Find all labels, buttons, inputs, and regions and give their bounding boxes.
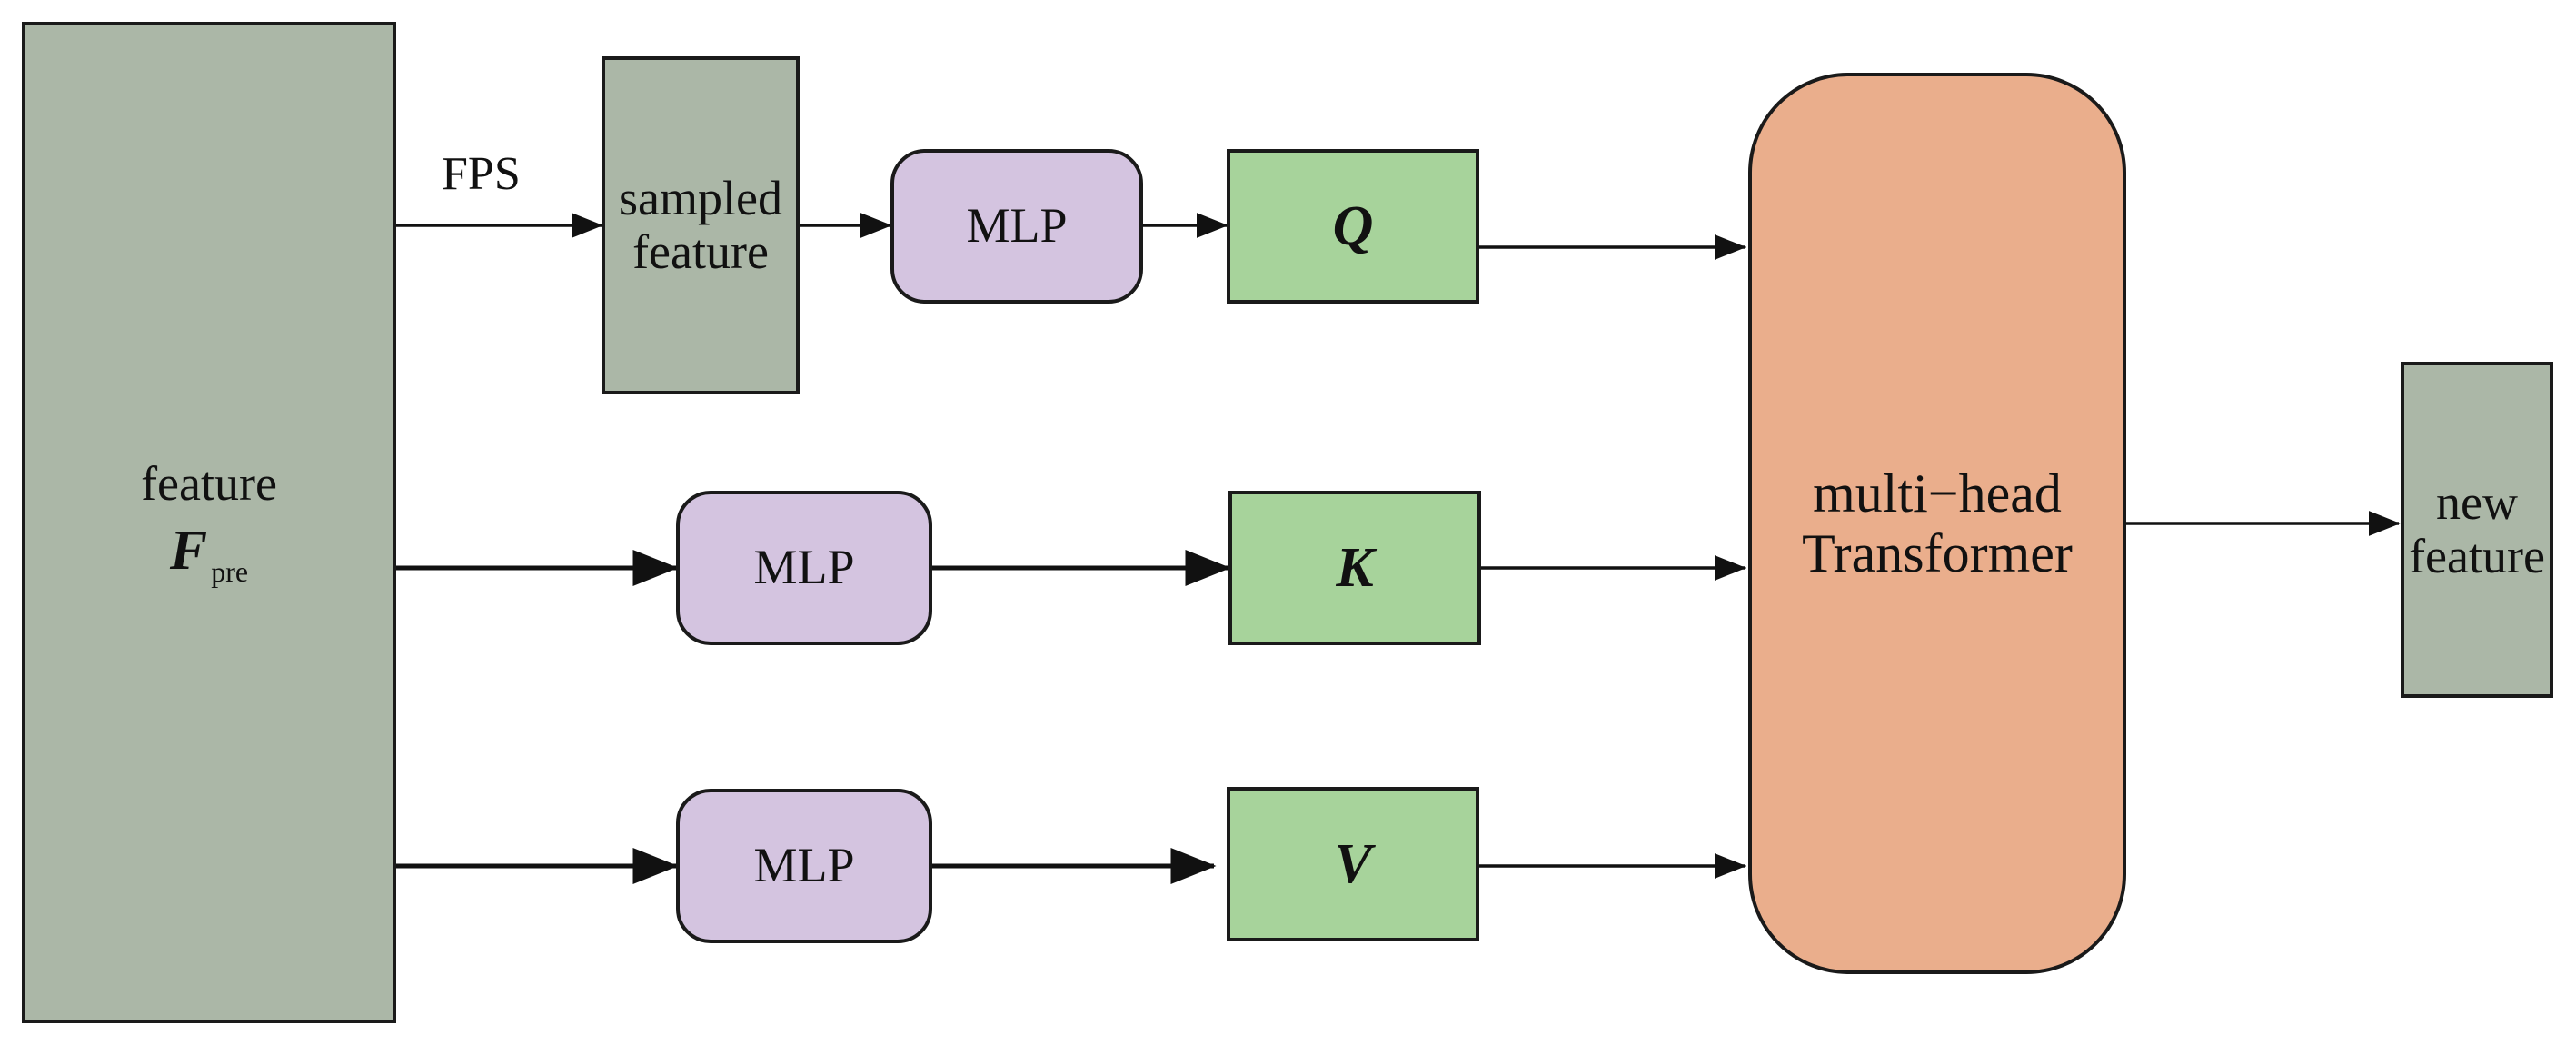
mlp-v-block: MLP (676, 789, 932, 943)
transformer-line2: Transformer (1802, 523, 2073, 583)
mlp-q-label: MLP (966, 198, 1068, 254)
mlp-v-label: MLP (753, 838, 855, 893)
output-feature-line1: new (2436, 474, 2518, 530)
fps-label: FPS (442, 148, 521, 200)
mlp-k-block: MLP (676, 491, 932, 645)
mlp-q-block: MLP (890, 149, 1143, 304)
feature-symbol-f: F (169, 520, 208, 582)
output-feature-block: new feature (2401, 362, 2553, 698)
k-block: K (1228, 491, 1481, 645)
transformer-line1: multi−head (1813, 463, 2062, 523)
sampled-feature-line1: sampled (619, 170, 782, 225)
v-block: V (1227, 787, 1479, 941)
transformer-block: multi−head Transformer (1748, 73, 2126, 974)
output-feature-line2: feature (2409, 529, 2545, 583)
v-label: V (1334, 832, 1372, 895)
q-label: Q (1332, 194, 1374, 257)
sampled-feature-line2: feature (632, 224, 769, 279)
q-block: Q (1227, 149, 1479, 304)
feature-symbol-subscript: pre (211, 555, 249, 589)
input-feature-label: feature (141, 455, 277, 511)
k-label: K (1336, 536, 1374, 599)
sampled-feature-block: sampled feature (602, 56, 800, 394)
mlp-k-label: MLP (753, 540, 855, 595)
